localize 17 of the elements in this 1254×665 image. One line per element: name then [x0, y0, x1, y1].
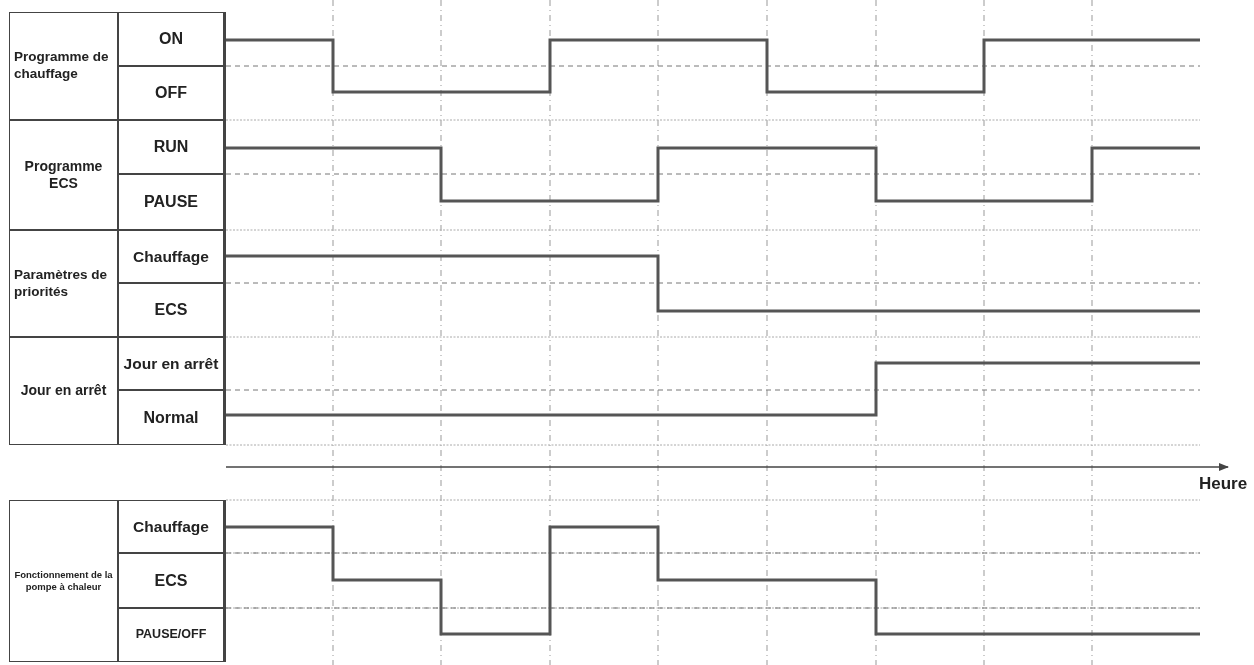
signal-name: Jour en arrêt [20, 382, 107, 400]
state-label: Normal [143, 407, 199, 428]
state-label: PAUSE/OFF [135, 627, 207, 643]
state-label: PAUSE [144, 192, 198, 212]
state-label: OFF [155, 83, 187, 103]
state-label: ECS [154, 570, 188, 591]
state-label: Chauffage [133, 516, 209, 537]
state-label: Jour en arrêt [123, 353, 219, 374]
state-label: ON [159, 29, 183, 49]
signal-name: Paramètres de priorités [14, 266, 109, 301]
state-label: ECS [154, 300, 188, 320]
signal-name: Programme de chauffage [14, 49, 110, 83]
state-label: RUN [153, 137, 189, 157]
signal-name: Programme ECS [23, 157, 104, 193]
signal-name: Fonctionnement de la pompe à chaleur [13, 569, 114, 593]
state-label: Chauffage [133, 246, 209, 267]
axis-label: Heure [1199, 474, 1248, 494]
